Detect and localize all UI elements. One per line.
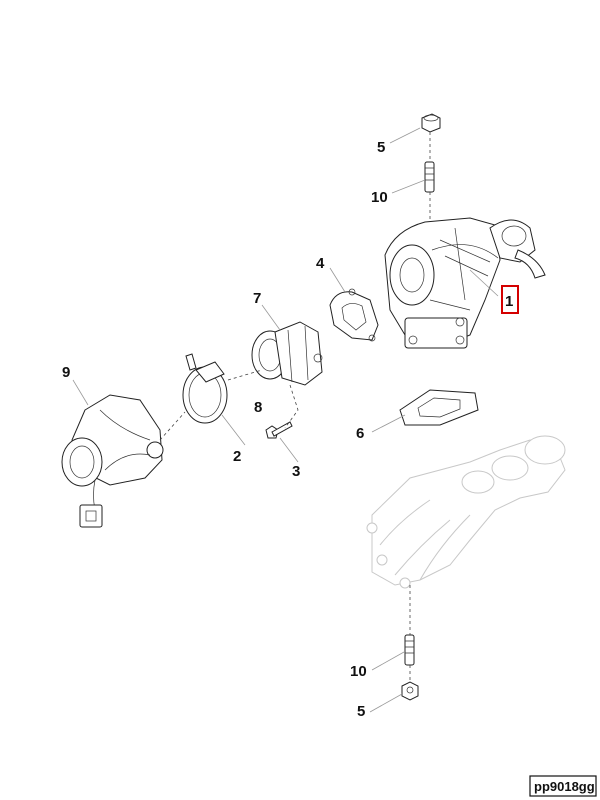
callout-1: 1 [505,293,513,310]
callout-9: 9 [62,364,70,381]
callout-5-bottom: 5 [357,703,365,720]
nut-5-bottom [401,681,419,701]
gasket-4 [329,288,379,342]
leader-lines [72,127,499,713]
stud-10-top [424,161,435,193]
highlight-box [501,285,519,314]
stud-10-bottom [404,634,415,666]
adapter-7 [251,321,323,386]
turbocharger-1 [384,217,546,349]
exhaust-manifold-ghost [366,435,566,589]
callout-8: 8 [254,399,262,416]
callout-7: 7 [253,290,261,307]
throttle-body-9 [61,394,164,528]
callout-3: 3 [292,463,300,480]
callout-6: 6 [356,425,364,442]
callout-4: 4 [316,255,325,272]
callout-5-top: 5 [377,139,385,156]
clamp-2 [182,353,228,424]
callout-2: 2 [233,448,241,465]
bolt-3 [265,421,293,439]
assembly-lines [159,132,431,682]
gasket-6 [399,389,479,426]
reference-code-box: pp9018gg [529,775,597,797]
nut-5-top [421,113,441,133]
reference-code: pp9018gg [534,779,595,794]
callout-10-bottom: 10 [350,663,367,680]
callout-10-top: 10 [371,189,388,206]
